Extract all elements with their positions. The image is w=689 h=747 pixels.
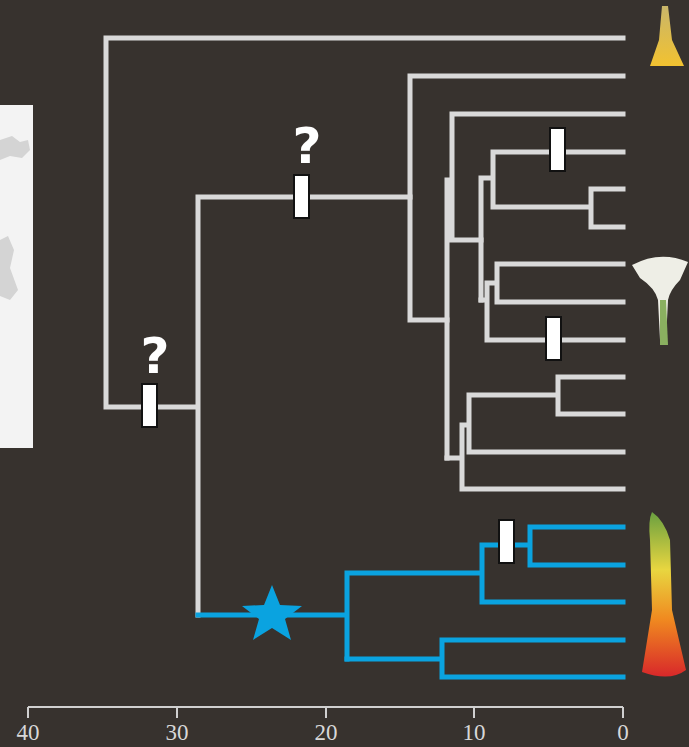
axis-tick-label: 10	[463, 721, 486, 744]
question-mark: ?	[292, 121, 321, 171]
flower-icons	[632, 6, 688, 677]
axis-tick-label: 20	[315, 721, 338, 744]
map-panel	[0, 105, 33, 448]
star-marker	[242, 585, 302, 640]
question-mark: ?	[140, 331, 169, 381]
highlighted-clade	[198, 527, 623, 677]
map-landmass	[0, 136, 30, 300]
axis-tick-label: 30	[166, 721, 189, 744]
time-axis	[28, 707, 623, 718]
axis-tick-label: 40	[17, 721, 40, 744]
axis-tick-label: 0	[617, 721, 629, 744]
trait-bars	[142, 128, 565, 563]
